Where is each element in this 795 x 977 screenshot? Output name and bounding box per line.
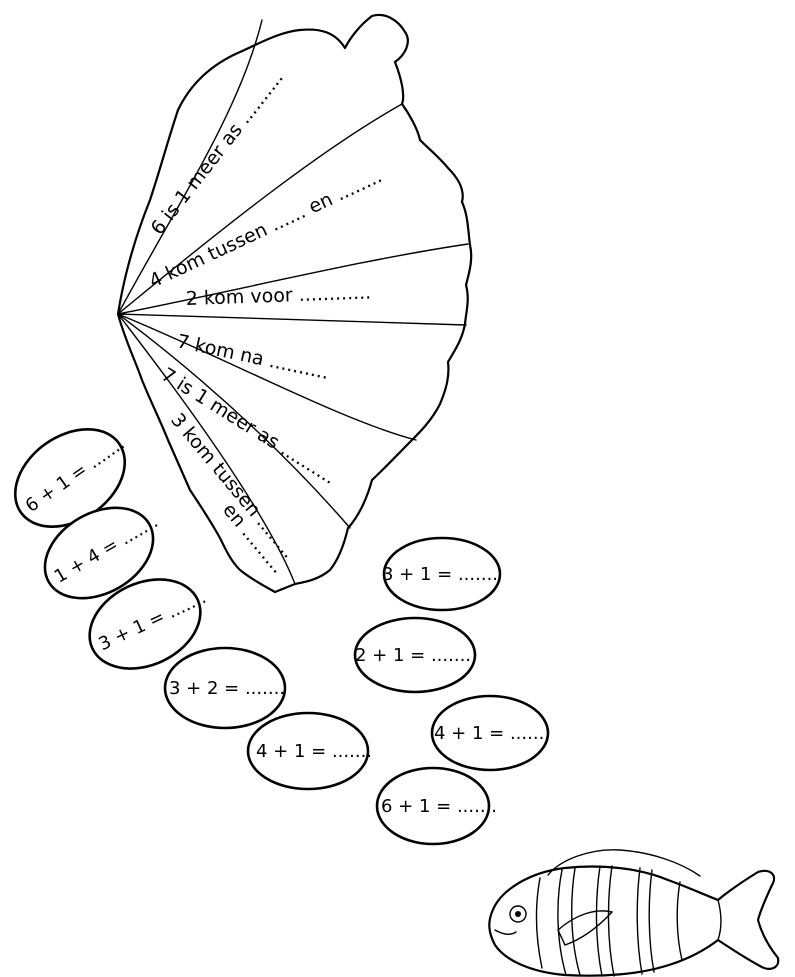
fish-icon bbox=[488, 849, 780, 977]
shell-ray bbox=[117, 313, 417, 441]
shell-ray bbox=[117, 243, 469, 315]
shell-ray bbox=[117, 313, 467, 326]
equation-text: 4 + 1 = ....... bbox=[256, 741, 372, 762]
oval-item[interactable]: 6 + 1 = ....... bbox=[375, 766, 497, 846]
oval-item[interactable]: 4 + 1 = ....... bbox=[246, 711, 372, 791]
ray-label: 7 kom na .......... bbox=[175, 330, 331, 384]
equation-text: 3 + 1 = ....... bbox=[382, 564, 498, 585]
shell-ray bbox=[117, 19, 263, 315]
shell-outline bbox=[116, 13, 473, 594]
oval-item[interactable]: 3 + 1 = ....... bbox=[382, 536, 502, 612]
oval-item[interactable]: 3 + 2 = ....... bbox=[163, 646, 287, 730]
oval-item[interactable]: 2 + 1 = ....... bbox=[353, 616, 477, 694]
equation-text: 2 + 1 = ....... bbox=[355, 645, 471, 666]
shell-ray bbox=[117, 103, 403, 315]
oval-item[interactable]: 1 + 4 = ....... bbox=[29, 485, 176, 616]
shell-ray bbox=[117, 313, 351, 529]
shell-drawing: 6 is 1 meer as .......... 4 kom tussen .… bbox=[116, 13, 473, 594]
shell-ray bbox=[117, 313, 296, 585]
ray-label: 6 is 1 meer as .......... bbox=[147, 67, 288, 239]
equation-text: 3 + 2 = ....... bbox=[169, 678, 285, 699]
equation-text: 4 + 1 = ....... bbox=[434, 723, 550, 744]
equation-text: 6 + 1 = ....... bbox=[381, 796, 497, 817]
ray-label: 2 kom voor ............ bbox=[185, 282, 371, 310]
oval-item[interactable]: 4 + 1 = ....... bbox=[430, 694, 550, 772]
